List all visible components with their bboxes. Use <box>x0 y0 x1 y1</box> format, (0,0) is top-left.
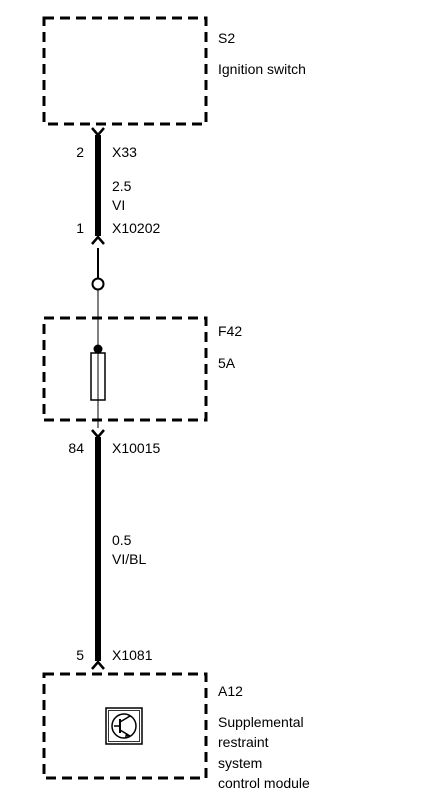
wire-upper-color-label: VI <box>112 197 126 213</box>
connector-x10015-label: X10015 <box>112 440 161 456</box>
pin-x10015-label: 84 <box>68 440 84 456</box>
fuse-icon <box>90 344 106 428</box>
a12-name-line-4: control module <box>218 775 310 791</box>
connector-x1081 <box>91 660 105 670</box>
connector-x10202-label: X10202 <box>112 220 161 236</box>
a12-component-box[interactable] <box>42 672 208 780</box>
a12-name-line-3: system <box>218 755 263 771</box>
connector-x10202 <box>91 235 105 245</box>
connector-x33-label: X33 <box>112 144 137 160</box>
transistor-icon <box>105 707 143 745</box>
connector-x10015 <box>91 429 105 439</box>
s2-code-label: S2 <box>218 30 236 46</box>
wire-lower-size-label: 0.5 <box>112 532 132 548</box>
wire-lower-color-label: VI/BL <box>112 551 147 567</box>
connector-x33 <box>91 127 105 137</box>
s2-name-label: Ignition switch <box>218 61 306 77</box>
f42-code-label: F42 <box>218 323 243 339</box>
pin-x33-label: 2 <box>76 144 84 160</box>
pin-x10202-label: 1 <box>76 220 84 236</box>
connector-x1081-label: X1081 <box>112 647 153 663</box>
f42-component-box[interactable] <box>42 316 208 422</box>
a12-code-label: A12 <box>218 683 243 699</box>
s2-component-box[interactable] <box>42 16 208 126</box>
f42-rating-label: 5A <box>218 355 236 371</box>
wire-upper-size-label: 2.5 <box>112 178 132 194</box>
pin-x1081-label: 5 <box>76 647 84 663</box>
a12-name-line-1: Supplemental <box>218 714 304 730</box>
a12-name-line-2: restraint <box>218 734 269 750</box>
splice-point <box>91 277 105 291</box>
